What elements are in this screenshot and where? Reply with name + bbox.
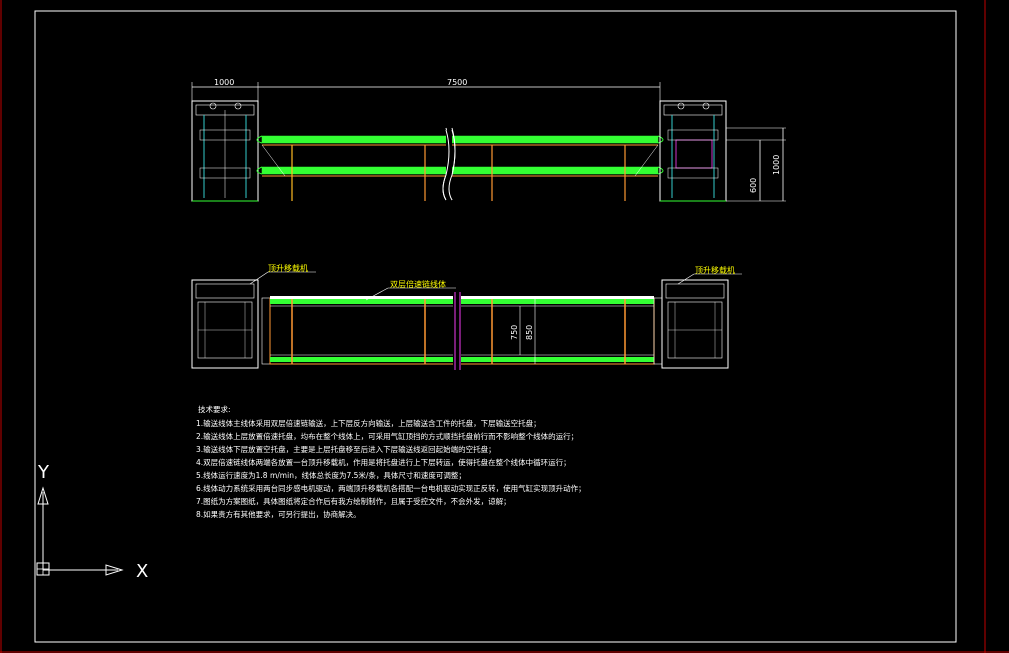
ucs-icon: Y X bbox=[36, 462, 148, 582]
note-line-2: 2.输送线体上层放置倍速托盘，均布在整个线体上，可采用气缸顶挡的方式顺挡托盘前行… bbox=[196, 431, 578, 441]
plan-belt-top bbox=[270, 299, 654, 304]
note-line-6: 6.线体动力系统采用两台同步感电机驱动，两端顶升移载机各搭配一台电机驱动实现正反… bbox=[196, 483, 586, 493]
dim-right-600: 600 bbox=[749, 178, 758, 193]
note-line-5: 5.线体运行速度为1.8 m/min，线体总长度为7.5米/条，具体尺寸和速度可… bbox=[196, 470, 466, 480]
label-right-lift: 顶升移载机 bbox=[695, 265, 735, 275]
plan-conveyor-frame bbox=[269, 297, 655, 365]
left-lift-plan bbox=[191, 279, 259, 369]
elevation-view: 1000 7500 bbox=[191, 78, 786, 202]
note-line-3: 3.输送线体下层放置空托盘，主要是上层托盘移至后进入下层输送线返回起始端的空托盘… bbox=[196, 444, 496, 454]
notes-title: 技术要求: bbox=[198, 404, 231, 414]
dim-plan-850: 850 bbox=[525, 325, 534, 340]
note-line-4: 4.双层倍速链线体两端各放置一台顶升移载机，作用是将托盘进行上下层转运，使得托盘… bbox=[196, 457, 571, 467]
label-middle-conveyor: 双层倍速链线体 bbox=[390, 279, 446, 289]
ucs-x-label: X bbox=[136, 561, 148, 582]
lower-belt-elevation bbox=[261, 166, 659, 175]
ucs-y-label: Y bbox=[37, 462, 50, 483]
note-line-7: 7.图纸为方案图纸，具体图纸将定合作后有我方绘制制作，且属于受控文件，不会外发，… bbox=[196, 496, 511, 506]
dim-top-left-1000: 1000 bbox=[214, 78, 234, 87]
technical-notes: 技术要求: 1.输送线体主线体采用双层倍速链输送，上下层反方向输送，上层输送含工… bbox=[196, 404, 586, 519]
right-lift-plan bbox=[661, 279, 729, 369]
dim-plan-750: 750 bbox=[510, 325, 519, 340]
drawing-border-outer bbox=[34, 10, 957, 643]
note-line-8: 8.如果贵方有其他要求，可另行提出，协商解决。 bbox=[196, 509, 361, 519]
plan-view: 750 850 顶升移载机 双层倍速链线体 顶升移载机 bbox=[191, 263, 742, 370]
right-lift-elevation bbox=[659, 100, 727, 202]
plan-belt-bottom bbox=[270, 357, 654, 362]
dim-top-7500: 7500 bbox=[447, 78, 467, 87]
dim-right-1000: 1000 bbox=[772, 155, 781, 175]
upper-belt-elevation bbox=[261, 135, 659, 144]
label-left-lift: 顶升移载机 bbox=[268, 263, 308, 273]
note-line-1: 1.输送线体主线体采用双层倍速链输送，上下层反方向输送，上层输送含工件的托盘，下… bbox=[196, 418, 541, 428]
